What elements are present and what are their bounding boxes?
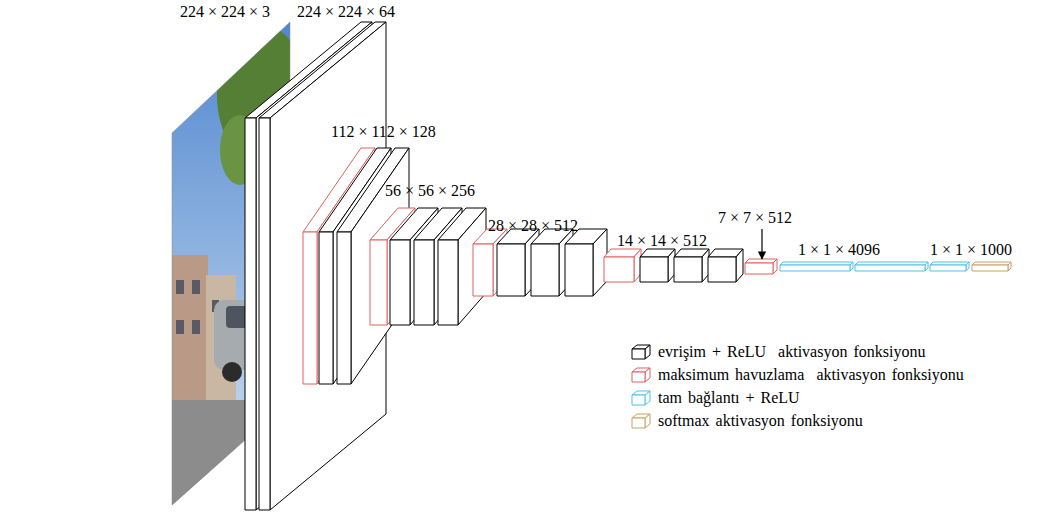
swatch-face: [645, 368, 650, 382]
legend-row: maksimum havuzlama aktivasyon fonksiyonu: [630, 365, 964, 385]
dimension-label: 224 × 224 × 64: [297, 2, 395, 22]
box-face: [565, 244, 593, 296]
box-face: [473, 244, 493, 296]
conv-layer-box: [674, 249, 709, 282]
legend-swatch: [630, 389, 652, 407]
pool-layer-box: [604, 249, 641, 282]
swatch-face: [632, 349, 645, 359]
legend-row: softmax aktivasyon fonksiyonu: [630, 411, 863, 431]
box-face: [773, 259, 777, 274]
legend-swatch: [630, 366, 652, 384]
box-face: [497, 244, 525, 296]
pointer-arrow: [761, 229, 762, 259]
box-face: [245, 118, 256, 510]
box-face: [708, 257, 736, 282]
photo-window: [176, 280, 184, 294]
pool-layer-box: [745, 259, 777, 274]
legend-text: softmax aktivasyon fonksiyonu: [658, 411, 863, 431]
legend-row: evrişim + ReLU aktivasyon fonksiyonu: [630, 342, 925, 362]
dimension-label: 1 × 1 × 4096: [798, 240, 880, 260]
legend-text: maksimum havuzlama aktivasyon fonksiyonu: [658, 365, 964, 385]
box-face: [303, 232, 317, 384]
box-face: [972, 265, 1008, 271]
fc-layer-box: [930, 262, 969, 271]
legend-text: tam bağlantı + ReLU: [658, 388, 800, 408]
photo-window: [192, 320, 200, 334]
box-face: [438, 240, 458, 325]
box-face: [370, 240, 387, 325]
conv-layer-box: [565, 229, 607, 296]
fc-layer-box: [780, 262, 853, 271]
legend-row: tam bağlantı + ReLU: [630, 388, 800, 408]
swatch-face: [645, 414, 650, 428]
box-face: [780, 265, 850, 271]
photo-window: [192, 280, 200, 294]
box-face: [414, 240, 434, 325]
legend-text: evrişim + ReLU aktivasyon fonksiyonu: [658, 342, 925, 362]
fc-layer-box: [855, 262, 928, 271]
dimension-label: 7 × 7 × 512: [718, 208, 792, 228]
dimension-label: 14 × 14 × 512: [617, 231, 707, 251]
box-face: [640, 257, 668, 282]
box-face: [319, 232, 333, 384]
swatch-face: [632, 418, 645, 428]
conv-layer-box: [708, 249, 743, 282]
softmax-layer-box: [972, 262, 1011, 271]
swatch-face: [632, 372, 645, 382]
box-face: [736, 249, 743, 282]
dimension-label: 112 × 112 × 128: [331, 122, 436, 142]
box-face: [745, 259, 777, 263]
box-face: [259, 118, 270, 510]
box-face: [337, 232, 351, 384]
swatch-face: [645, 391, 650, 405]
legend-swatch: [630, 343, 652, 361]
box-face: [531, 244, 559, 296]
box-face: [745, 263, 773, 274]
box-face: [604, 257, 634, 282]
swatch-face: [632, 395, 645, 405]
box-face: [390, 240, 410, 325]
dimension-label: 56 × 56 × 256: [385, 181, 475, 201]
legend-swatch: [630, 412, 652, 430]
dimension-label: 1 × 1 × 1000: [930, 240, 1012, 260]
layer-boxes: [245, 22, 1011, 510]
photo-car-wheel: [222, 362, 242, 382]
photo-window: [176, 320, 184, 334]
box-face: [855, 265, 925, 271]
swatch-face: [645, 345, 650, 359]
dimension-label: 224 × 224 × 3: [180, 2, 270, 22]
box-face: [930, 265, 966, 271]
box-face: [674, 257, 702, 282]
dimension-label: 28 × 28 × 512: [488, 216, 578, 236]
conv-layer-box: [640, 249, 675, 282]
